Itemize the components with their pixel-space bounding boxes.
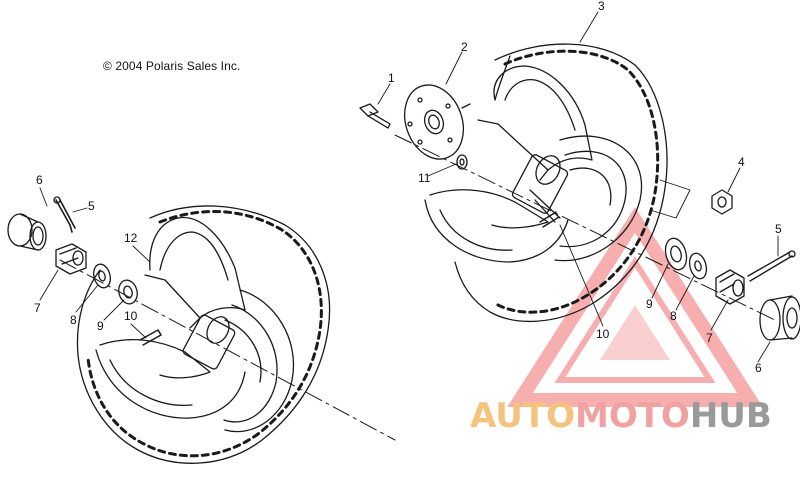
callout-6-right: 6	[755, 361, 762, 375]
right-hub-cap	[759, 295, 800, 341]
callout-8-right: 8	[670, 309, 677, 323]
callout-7-right: 7	[706, 331, 713, 345]
left-wheel	[7, 187, 396, 464]
watermark-logo	[507, 206, 763, 407]
copyright-notice: © 2004 Polaris Sales Inc.	[103, 59, 241, 73]
lug-nut	[711, 189, 733, 215]
right-castle-nut	[715, 269, 745, 305]
callout-1: 1	[388, 71, 395, 85]
watermark-auto: AUTO	[470, 396, 575, 436]
right-tire-outer	[454, 43, 668, 323]
callout-12: 12	[124, 231, 138, 245]
watermark-moto: MOTO	[574, 396, 690, 436]
left-tire-tread	[86, 210, 323, 458]
callout-10-left: 10	[124, 309, 138, 323]
watermark-text: AUTOMOTOHUB	[470, 396, 772, 436]
callout-6-left: 6	[36, 173, 43, 187]
left-tire-outer	[76, 205, 331, 464]
callout-2: 2	[461, 40, 468, 54]
callout-5-right: 5	[775, 222, 782, 236]
brake-disc	[404, 84, 471, 160]
callout-4: 4	[738, 155, 745, 169]
callout-5-left: 5	[88, 199, 95, 213]
callout-7-left: 7	[34, 301, 41, 315]
right-rim-lower	[429, 189, 549, 229]
right-tire-tread	[494, 49, 660, 314]
right-wheel	[359, 11, 800, 363]
callout-9-left: 9	[97, 319, 104, 333]
right-rim-upper	[493, 65, 593, 171]
callout-10-right: 10	[596, 327, 610, 341]
left-castle-nut	[55, 243, 87, 275]
callout-8-left: 8	[70, 313, 77, 327]
left-rim-lower	[99, 339, 211, 379]
left-rim-upper	[149, 216, 246, 319]
watermark-hub: HUB	[689, 396, 772, 436]
callout-11: 11	[418, 171, 431, 185]
left-hub-cap	[7, 213, 47, 251]
callout-3: 3	[598, 0, 605, 13]
bolt	[359, 103, 391, 129]
callout-9-right: 9	[646, 297, 653, 311]
